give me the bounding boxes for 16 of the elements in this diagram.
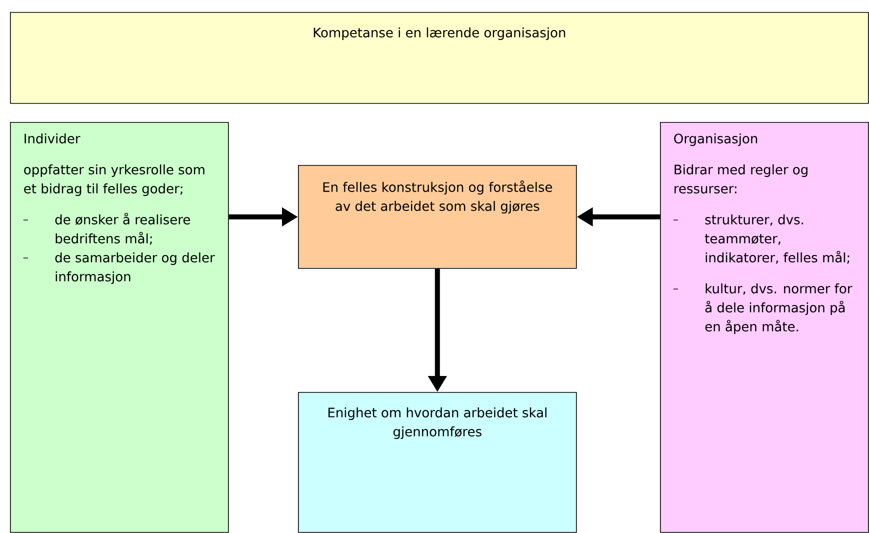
box-text: Enighet om hvordan arbeidet skal gjennomføres [328, 407, 546, 439]
box-text: oppfatter sin yrkesrolle som et bidrag til felles goder; [24, 164, 204, 196]
list-item: de ønsker å realisere bedriftens mål; [55, 212, 190, 245]
process-box [298, 165, 577, 269]
box-heading: Organisasjon [674, 133, 758, 146]
list-item: strukturer, dvs. teammøter, indikatorer, felles mål; [704, 214, 850, 264]
box-text: En felles konstruksjon og forståelse av det arbeidet som skal gjøres [323, 180, 552, 214]
list-item: de samarbeider og deler informasjon [55, 252, 215, 284]
list-item: kultur, dvs. normer for å dele informasjon på en åpen måte. [705, 283, 852, 334]
title-band [10, 12, 869, 104]
process-box [298, 392, 577, 533]
info-box [660, 122, 869, 533]
box-heading: Individer [24, 133, 80, 144]
info-box [10, 122, 229, 533]
box-text: Bidrar med regler og ressurser: [674, 164, 808, 194]
box-text: Kompetanse i en lærende organisasjon [314, 27, 566, 40]
